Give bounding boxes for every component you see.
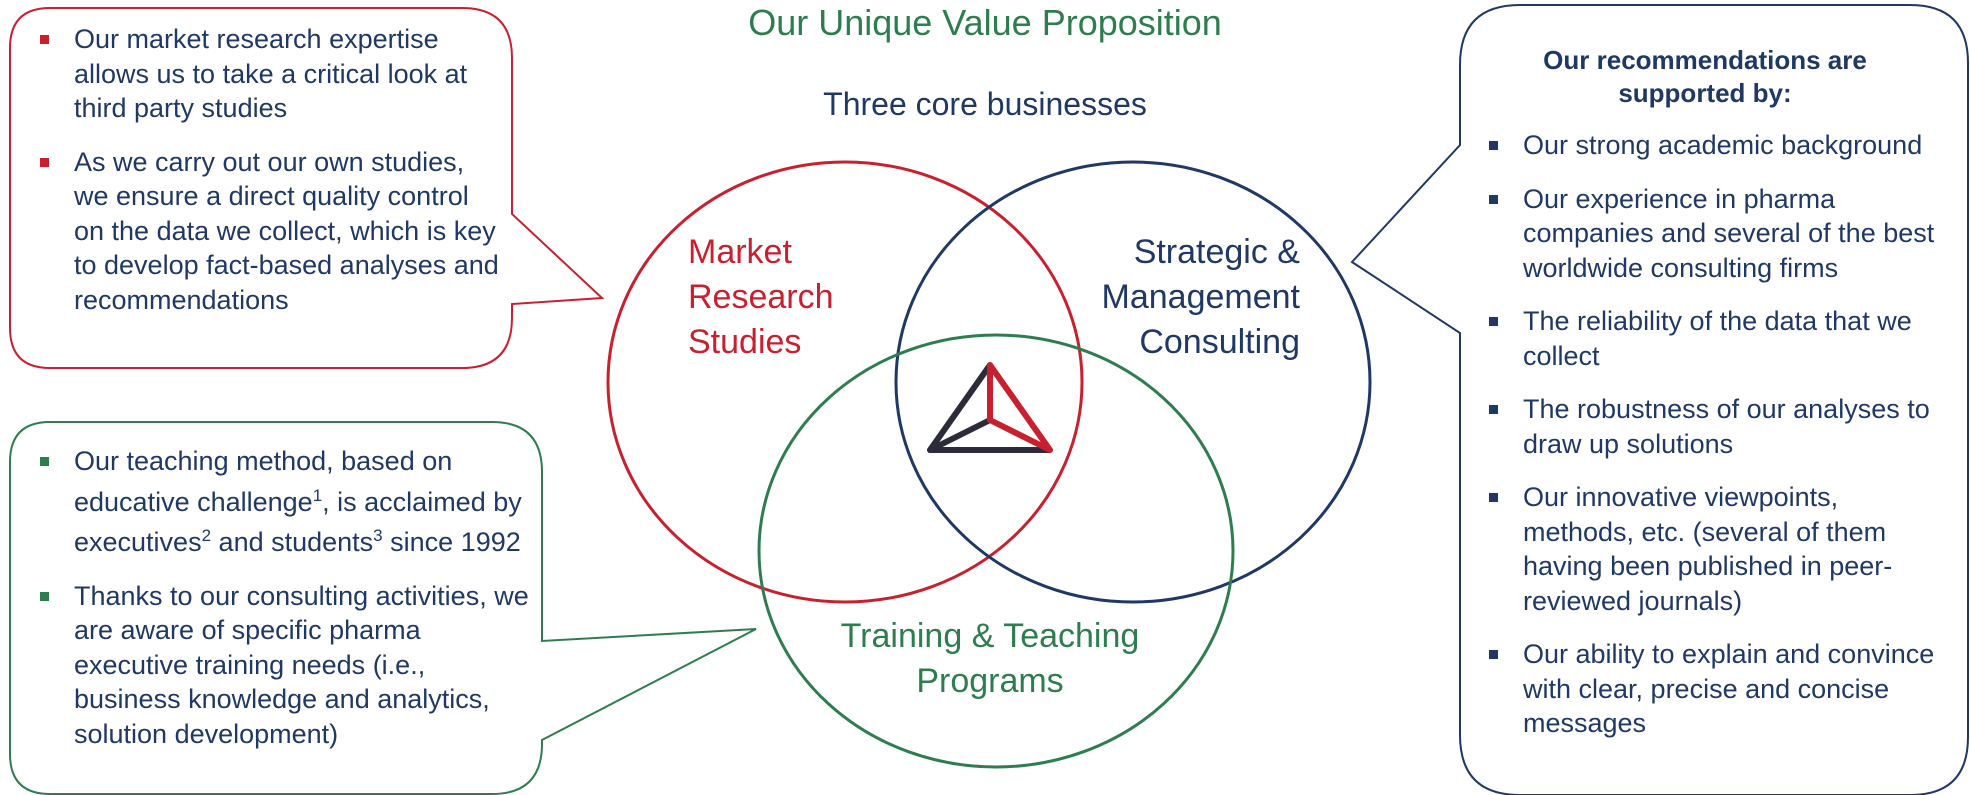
list-item: Our experience in pharma companies and s… — [1460, 182, 1950, 286]
venn-circle-market-research — [606, 160, 1084, 604]
page-title: Our Unique Value Proposition — [748, 2, 1222, 43]
page-subtitle: Three core businesses — [823, 86, 1147, 122]
list-item: Our innovative viewpoints, methods, etc.… — [1460, 480, 1950, 618]
list-item: The robustness of our analyses to draw u… — [1460, 392, 1950, 461]
recommendations-title: Our recommendations are supported by: — [1543, 45, 1867, 108]
list-item: Thanks to our consulting activities, we … — [11, 579, 531, 752]
list-item: As we carry out our own studies, we ensu… — [11, 145, 501, 318]
list-item: Our teaching method, based on educative … — [11, 444, 531, 560]
footnote-marker: 3 — [373, 526, 383, 545]
list-item: Our strong academic background — [1460, 128, 1950, 163]
list-item: Our market research expertise allows us … — [11, 22, 501, 126]
venn-circle-consulting — [894, 160, 1372, 604]
recommendations-bullets: Our strong academic background Our exper… — [1460, 128, 1950, 760]
venn-label-market-research: Market Research Studies — [688, 233, 834, 361]
logo-triangle-icon — [927, 362, 1053, 453]
market-research-bullets: Our market research expertise allows us … — [11, 22, 501, 336]
list-item: Our ability to explain and convince with… — [1460, 637, 1950, 741]
training-bullets: Our teaching method, based on educative … — [11, 444, 531, 770]
footnote-marker: 2 — [201, 526, 212, 545]
venn-label-training: Training & Teaching Programs — [840, 617, 1140, 700]
list-item: The reliability of the data that we coll… — [1460, 304, 1950, 373]
venn-label-consulting: Strategic & Management Consulting — [1101, 233, 1300, 361]
venn-circle-training — [757, 333, 1235, 769]
red-callout-bubble — [9, 7, 605, 369]
footnote-marker: 1 — [312, 485, 323, 505]
green-callout-bubble — [9, 421, 757, 795]
